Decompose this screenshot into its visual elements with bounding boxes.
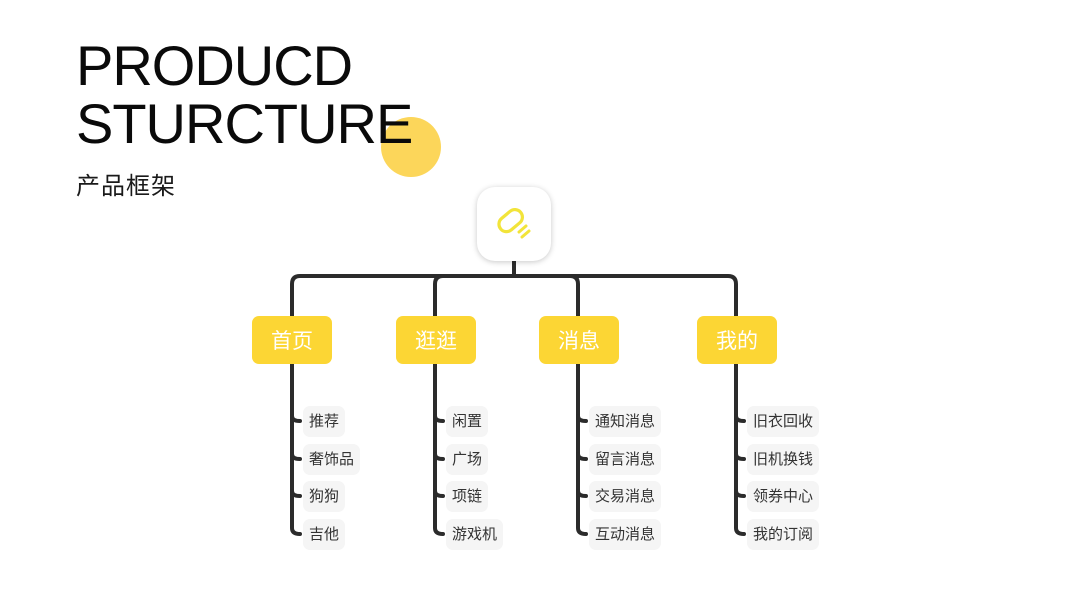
leaf-node[interactable]: 狗狗 [303,481,346,512]
title-line-1: PRODUCD [76,34,353,97]
leaf-connector [734,452,746,461]
trunk-line [576,362,588,536]
leaf-connector [576,414,588,423]
leaf-node[interactable]: 领券中心 [747,481,820,512]
leaf-connector [290,414,302,423]
leaf-node[interactable]: 闲置 [446,406,489,437]
leaf-node[interactable]: 推荐 [303,406,346,437]
leaf-node[interactable]: 奢饰品 [303,444,361,475]
leaf-node[interactable]: 交易消息 [589,481,662,512]
page-title: PRODUCD STURCTURE [76,34,413,155]
category-node[interactable]: 首页 [252,316,332,364]
leaf-node[interactable]: 广场 [446,444,489,475]
leaf-node[interactable]: 吉他 [303,519,346,550]
trunk-line [734,362,746,536]
leaf-connector [576,452,588,461]
category-label: 消息 [558,329,600,353]
category-label: 我的 [716,329,758,353]
decorative-circle [381,117,441,177]
category-node[interactable]: 逛逛 [396,316,476,364]
leaf-connector [290,489,302,498]
title-line-2: STURCTURE [76,92,413,155]
leaf-connector [433,452,445,461]
branch-line [568,274,580,318]
leaf-connector [433,489,445,498]
leaf-connector [734,489,746,498]
branch-line [433,274,445,318]
leaf-node[interactable]: 旧衣回收 [747,406,820,437]
leaf-node[interactable]: 留言消息 [589,444,662,475]
leaf-node[interactable]: 互动消息 [589,519,662,550]
root-node[interactable] [477,187,551,261]
leaf-connector [433,414,445,423]
leaf-node[interactable]: 游戏机 [446,519,504,550]
leaf-node[interactable]: 旧机换钱 [747,444,820,475]
category-node[interactable]: 我的 [697,316,777,364]
bus-line [290,274,738,318]
leaf-node[interactable]: 项链 [446,481,489,512]
category-label: 逛逛 [415,329,457,353]
app-logo-icon [497,207,531,239]
leaf-connector [734,414,746,423]
leaf-connector [290,452,302,461]
category-node[interactable]: 消息 [539,316,619,364]
leaf-node[interactable]: 通知消息 [589,406,662,437]
leaf-node[interactable]: 我的订阅 [747,519,820,550]
leaf-connector [576,489,588,498]
page-subtitle: 产品框架 [76,172,176,200]
trunk-line [433,362,445,536]
category-label: 首页 [271,329,313,353]
trunk-line [290,362,302,536]
